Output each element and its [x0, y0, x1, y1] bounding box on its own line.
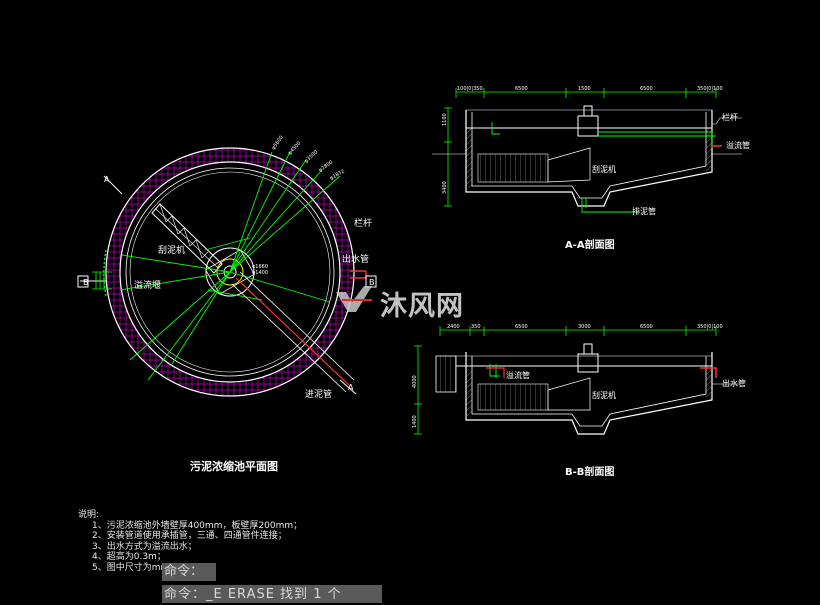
- aa-side-dim-1: 1100: [442, 113, 448, 126]
- pipe-dim-2: φ4500: [287, 140, 302, 156]
- bb-label-scraper: 刮泥机: [592, 390, 616, 400]
- inlet-pipe: [231, 271, 355, 393]
- bb-dim-2: 350: [471, 324, 481, 330]
- aa-label-railing: 栏杆: [722, 112, 738, 122]
- plan-section-a-bottom-label: A: [348, 383, 354, 392]
- plan-section-b-left-label: B: [83, 278, 89, 287]
- section-bb-title: B-B剖面图: [565, 465, 614, 478]
- aa-dim-5: 350|0|100: [697, 86, 723, 92]
- bb-dim-1: 2400: [447, 324, 460, 330]
- plan-label-outlet-pipe: 出水管: [342, 253, 369, 265]
- aa-label-scraper: 刮泥机: [592, 164, 616, 174]
- section-bb-view: 2400 350 6500 3000 6500 350|0|100 4000 1…: [412, 324, 746, 478]
- bb-dim-4: 3000: [578, 324, 591, 330]
- section-aa-title: A-A剖面图: [565, 238, 615, 251]
- center-drum: [205, 247, 255, 297]
- scraper-arm: [151, 203, 223, 274]
- plan-view: B B A A φ5600 φ4500 φ3500 φ2800 φ1872 φ1…: [77, 135, 377, 473]
- note-item-4: 4、超高为0.3m；: [92, 552, 166, 562]
- aa-label-sludge-pipe: 排泥管: [632, 206, 656, 216]
- plan-label-overflow-weir: 溢流堰: [134, 279, 161, 291]
- aa-dim-3: 1500: [578, 86, 591, 92]
- section-aa-view: 100|0|350 6500 1500 6500 350|0|100 1100 …: [432, 86, 750, 251]
- plan-inner-wall: [119, 161, 341, 383]
- pipe-dim-3: φ3500: [303, 149, 319, 164]
- note-item-1: 1、污泥浓缩池外墙壁厚400mm，板壁厚200mm；: [92, 520, 303, 531]
- pipe-dim-4: φ2800: [318, 159, 334, 173]
- pipe-dim-5: φ1872: [329, 169, 346, 182]
- pipe-dim-1: φ5600: [271, 135, 285, 152]
- bb-dim-5: 6500: [640, 324, 653, 330]
- plan-section-b-right-label: B: [369, 278, 375, 287]
- bb-label-outlet-pipe: 出水管: [722, 378, 746, 388]
- plan-label-scraper: 刮泥机: [158, 244, 185, 256]
- watermark-logo-icon: [336, 286, 372, 312]
- bb-side-dim-2: 1400: [412, 415, 418, 428]
- bb-stairs: [435, 355, 457, 393]
- bb-dim-3: 6500: [515, 324, 528, 330]
- note-item-3: 3、出水方式为溢流出水；: [92, 541, 197, 552]
- notes-heading: 说明:: [78, 510, 100, 520]
- bb-dim-6: 350|0|100: [697, 324, 723, 330]
- notes-block: 说明: 1、污泥浓缩池外墙壁厚400mm，板壁厚200mm； 2、安装管道使用承…: [78, 510, 302, 573]
- aa-side-dim-2: 3400: [442, 181, 448, 194]
- center-dim-2: φ1400: [252, 270, 268, 276]
- aa-dim-1: 100|0|350: [457, 86, 483, 92]
- aa-dim-2: 6500: [515, 86, 528, 92]
- aa-label-overflow-pipe: 溢流管: [726, 140, 750, 150]
- aa-dim-4: 6500: [640, 86, 653, 92]
- plan-title: 污泥浓缩池平面图: [190, 459, 278, 473]
- section-b-marker-left: [77, 275, 89, 288]
- command-line-history: 命令：: [162, 563, 216, 581]
- plan-grid-ring: [106, 148, 354, 396]
- bb-side-dim-1: 4000: [412, 375, 418, 388]
- watermark-text: 沐风网: [380, 291, 464, 322]
- plan-section-a-top-label: A: [104, 175, 110, 184]
- center-dim-1: φ1660: [252, 264, 268, 270]
- command-line-input[interactable]: 命令：_E ERASE 找到 1 个: [162, 585, 382, 603]
- note-item-2: 2、安装管道使用承插管，三通、四通管件连接；: [92, 531, 287, 541]
- bb-label-overflow-pipe: 溢流管: [506, 370, 530, 380]
- dimension-leaders: [119, 151, 341, 381]
- plan-weir-line: [125, 167, 335, 377]
- note-item-5: 5、图中尺寸为mm。: [92, 562, 179, 573]
- plan-label-inlet-pipe: 进泥管: [305, 388, 332, 400]
- plan-label-railing: 栏杆: [354, 217, 372, 229]
